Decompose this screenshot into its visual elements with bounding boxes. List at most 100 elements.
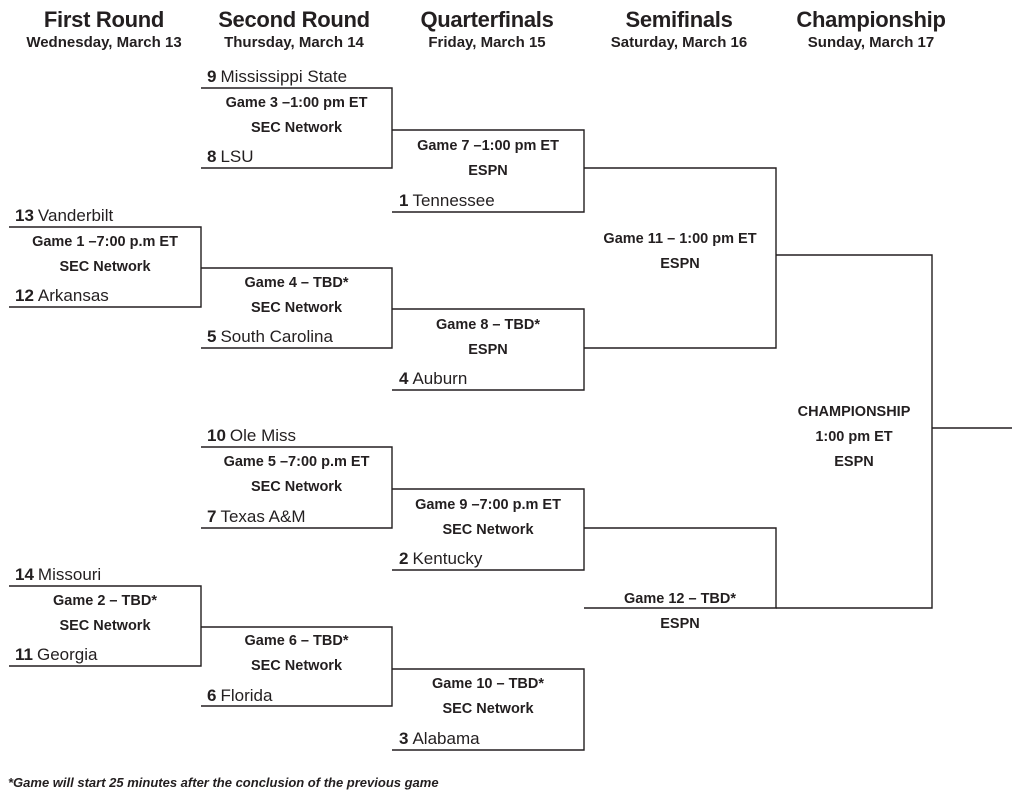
team-name: Alabama xyxy=(412,729,480,748)
championship-label: CHAMPIONSHIP xyxy=(797,404,911,420)
round-title: Second Round xyxy=(218,7,370,32)
bracket-line-game-10 xyxy=(392,668,585,751)
team-name: South Carolina xyxy=(220,327,333,346)
game-label: Game 8 – TBD* xyxy=(436,317,540,333)
championship-game: CHAMPIONSHIP 1:00 pm ET ESPN xyxy=(776,400,932,475)
team-seed: 6 xyxy=(207,686,217,705)
round-title: Semifinals xyxy=(625,7,733,32)
game-network: SEC Network xyxy=(250,658,343,674)
game-label: Game 11 – 1:00 pm ET xyxy=(603,231,757,247)
game-network: ESPN xyxy=(468,342,508,358)
game-network: SEC Network xyxy=(250,300,343,316)
game-6: Game 6 – TBD* SEC Network xyxy=(201,629,392,679)
team-name: Kentucky xyxy=(412,549,483,568)
team-name: Tennessee xyxy=(412,191,495,210)
game-10: Game 10 – TBD* SEC Network xyxy=(392,672,584,722)
game-9: Game 9 –7:00 p.m ET SEC Network xyxy=(392,493,584,543)
game-12: Game 12 – TBD* ESPN xyxy=(584,587,776,637)
game-label: Game 10 – TBD* xyxy=(431,676,545,692)
bracket-line-game-8 xyxy=(392,308,585,391)
round-title: First Round xyxy=(43,7,165,32)
bracket-line-game-6 xyxy=(201,626,393,707)
game-network: SEC Network xyxy=(250,479,343,495)
game-7: Game 7 –1:00 pm ET ESPN xyxy=(392,134,584,184)
team-seed: 8 xyxy=(207,147,217,166)
team-name: Vanderbilt xyxy=(37,206,114,225)
team-seed: 9 xyxy=(207,67,217,86)
game-label: Game 1 –7:00 p.m ET xyxy=(32,234,178,250)
bracket-line-game-5 xyxy=(201,446,393,529)
round-date: Saturday, March 16 xyxy=(610,34,748,51)
team-seed: 7 xyxy=(207,507,217,526)
team-seed: 11 xyxy=(15,645,33,664)
game-label: Game 12 – TBD* xyxy=(623,591,737,607)
game-3: Game 3 –1:00 pm ET SEC Network xyxy=(201,91,392,141)
game-network: ESPN xyxy=(660,256,700,272)
team-name: Florida xyxy=(220,686,273,705)
round-date: Sunday, March 17 xyxy=(807,34,935,51)
round-date: Thursday, March 14 xyxy=(224,34,364,51)
bracket-line-game-4 xyxy=(201,267,393,349)
team-name: Mississippi State xyxy=(220,67,348,86)
game-label: Game 6 – TBD* xyxy=(244,633,349,649)
bracket-line-game-11 xyxy=(584,167,777,349)
game-label: Game 9 –7:00 p.m ET xyxy=(415,497,561,513)
game-5: Game 5 –7:00 p.m ET SEC Network xyxy=(201,450,392,500)
round-header-first: First Round Wednesday, March 13 xyxy=(9,7,199,53)
round-date: Friday, March 15 xyxy=(428,34,546,51)
game-label: Game 5 –7:00 p.m ET xyxy=(223,454,370,470)
team-name: LSU xyxy=(220,147,254,166)
round-header-championship: Championship Sunday, March 17 xyxy=(776,7,966,53)
game-network: SEC Network xyxy=(59,618,151,634)
team-seed: 3 xyxy=(399,729,409,748)
championship-time: 1:00 pm ET xyxy=(815,429,893,445)
team-seed: 14 xyxy=(15,565,34,584)
team-name: Ole Miss xyxy=(229,426,297,445)
game-network: SEC Network xyxy=(250,120,343,136)
round-header-semifinals: Semifinals Saturday, March 16 xyxy=(584,7,774,53)
game-network: ESPN xyxy=(468,163,508,179)
game-label: Game 2 – TBD* xyxy=(53,593,157,609)
game-label: Game 7 –1:00 pm ET xyxy=(417,138,559,154)
team-seed: 10 xyxy=(207,426,226,445)
game-network: ESPN xyxy=(660,616,700,632)
game-network: SEC Network xyxy=(59,259,151,275)
bracket-line-game-7 xyxy=(392,129,585,213)
game-label: Game 3 –1:00 pm ET xyxy=(225,95,368,111)
bracket-line-game-9 xyxy=(392,488,585,571)
team-name: Georgia xyxy=(36,645,98,664)
footnote: *Game will start 25 minutes after the co… xyxy=(8,775,439,790)
team-seed: 13 xyxy=(15,206,34,225)
team-seed: 5 xyxy=(207,327,217,346)
game-4: Game 4 – TBD* SEC Network xyxy=(201,271,392,321)
round-title: Championship xyxy=(796,7,946,32)
team-seed: 1 xyxy=(399,191,409,210)
team-name: Auburn xyxy=(412,369,468,388)
bracket-line-game-2 xyxy=(9,585,202,667)
bracket-line-championship xyxy=(776,254,933,609)
game-1: Game 1 –7:00 p.m ET SEC Network xyxy=(9,230,201,280)
game-network: SEC Network xyxy=(442,522,534,538)
round-header-quarterfinals: Quarterfinals Friday, March 15 xyxy=(392,7,582,53)
game-11: Game 11 – 1:00 pm ET ESPN xyxy=(584,227,776,277)
team-seed: 4 xyxy=(399,369,409,388)
championship-network: ESPN xyxy=(834,454,874,470)
bracket-line-game-12 xyxy=(584,527,777,609)
game-8: Game 8 – TBD* ESPN xyxy=(392,313,584,363)
round-header-second: Second Round Thursday, March 14 xyxy=(199,7,389,53)
team-seed: 12 xyxy=(15,286,34,305)
